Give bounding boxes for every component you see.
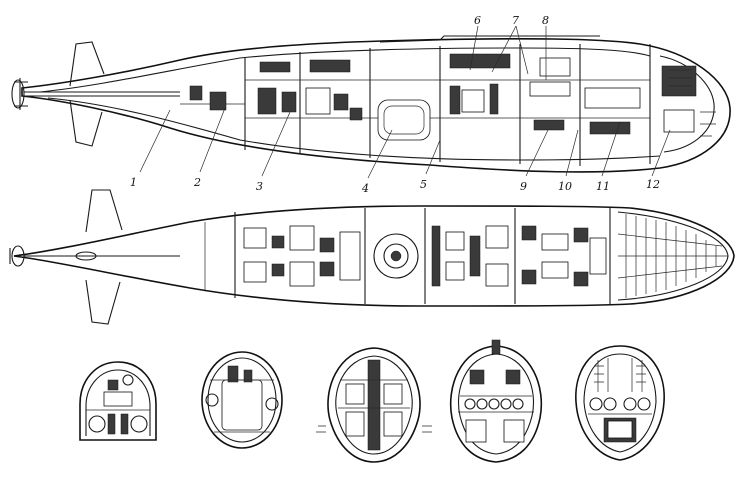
callout-3: 3 [256,180,263,193]
callout-4: 4 [361,182,369,195]
side-section-view [11,25,731,179]
callout-9: 9 [520,180,527,193]
callout-12: 12 [646,178,660,191]
callout-1: 1 [130,176,137,189]
callout-11: 11 [596,180,610,193]
cross-section-5 [575,345,665,461]
plan-section-view [9,189,735,325]
callout-6: 6 [474,14,481,27]
callout-2: 2 [193,176,201,189]
cross-section-1 [79,361,157,441]
cross-section-4 [449,339,543,463]
cross-section-3 [316,347,432,463]
callout-7: 7 [512,14,519,27]
callout-labels: 1 2 3 4 5 6 7 8 9 10 11 12 [130,14,660,195]
callout-5: 5 [420,178,427,191]
cross-section-2 [201,351,283,449]
callout-8: 8 [542,14,549,27]
callout-10: 10 [558,180,572,193]
